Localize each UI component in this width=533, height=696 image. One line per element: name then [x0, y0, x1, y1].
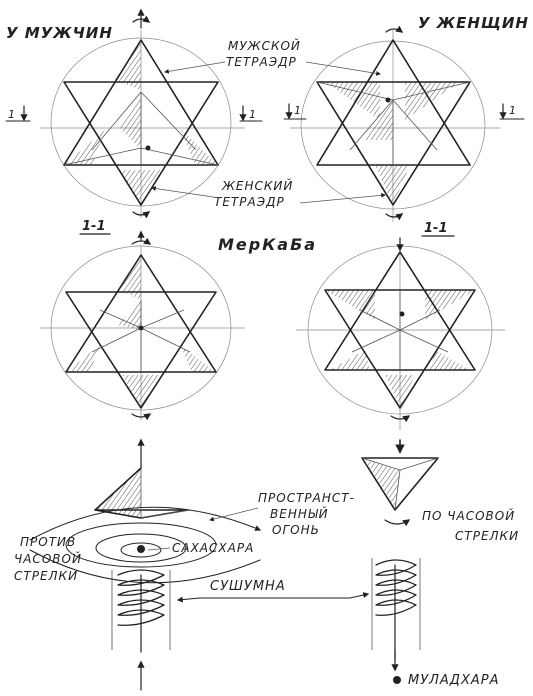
center-dot — [138, 325, 144, 331]
muladhara-label: МУЛАДХАРА — [408, 673, 500, 688]
section-marks-right: 1 1 — [283, 103, 525, 120]
section-marks-left: 1 1 — [5, 105, 263, 122]
space-fire-label-2: ВЕННЫЙ — [270, 506, 329, 521]
svg-text:1: 1 — [8, 108, 15, 121]
center-dot — [385, 97, 391, 103]
star-women-middle — [296, 237, 505, 454]
sahasrara-label: САХАСХАРА — [172, 541, 254, 555]
clockwise-label-2: СТРЕЛКИ — [455, 529, 519, 543]
muladhara-dot — [393, 676, 401, 684]
center-dot — [399, 311, 405, 317]
sahasrara-dot — [137, 545, 145, 553]
male-tetra-label-1: МУЖСКОЙ — [228, 38, 301, 53]
counter-clockwise-label-3: СТРЕЛКИ — [14, 569, 78, 583]
men-energy-column — [29, 438, 262, 691]
star-men-middle — [40, 230, 245, 421]
female-tetra-label-2: ТЕТРАЭДР — [214, 195, 285, 209]
space-fire-label-3: ОГОНЬ — [272, 523, 320, 537]
counter-clockwise-label-2: ЧАСОВОЙ — [14, 551, 82, 566]
clockwise-label-1: ПО ЧАСОВОЙ — [422, 508, 515, 523]
sushumna-label: СУШУМНА — [210, 579, 286, 594]
women-energy-column — [361, 457, 439, 684]
female-tetra-label-1: ЖЕНСКИЙ — [221, 178, 293, 193]
center-dot — [145, 145, 151, 151]
svg-text:1: 1 — [249, 108, 256, 121]
star-women-top — [290, 25, 500, 222]
star-men-top — [40, 8, 245, 219]
svg-text:1: 1 — [509, 104, 516, 117]
men-title: У МУЖЧИН — [6, 24, 113, 42]
male-tetra-label-2: ТЕТРАЭДР — [226, 55, 297, 69]
women-title: У ЖЕНЩИН — [418, 14, 529, 32]
svg-text:1: 1 — [294, 104, 301, 117]
section-label-right: 1-1 — [424, 221, 448, 236]
section-label-left: 1-1 — [82, 219, 106, 234]
space-fire-label-1: ПРОСТРАНСТ- — [258, 491, 355, 505]
counter-clockwise-label-1: ПРОТИВ — [20, 535, 76, 549]
merkaba-title: МерКаБа — [218, 235, 317, 254]
